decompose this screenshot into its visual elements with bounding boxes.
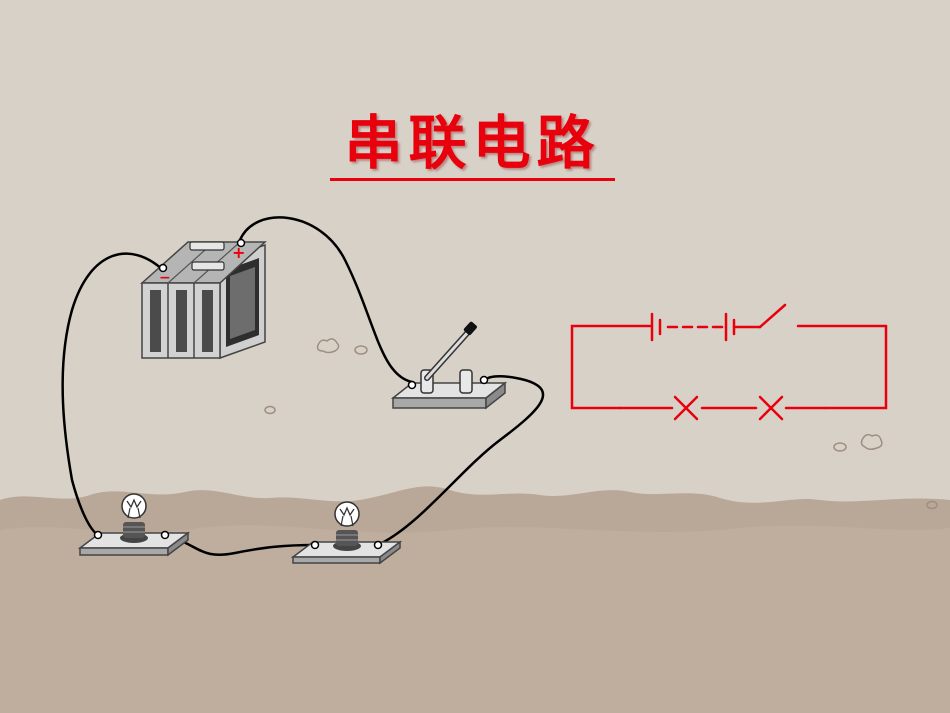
schematic-wire-top-left bbox=[570, 324, 652, 410]
battery-negative-label: − bbox=[159, 270, 171, 286]
wire-battery-negative-to-bulb1 bbox=[61, 252, 165, 537]
battery-positive-label: + bbox=[232, 243, 245, 262]
circuit-schematic bbox=[570, 303, 888, 421]
wires bbox=[61, 216, 545, 557]
knife-switch bbox=[390, 321, 508, 410]
schematic-switch-blade bbox=[758, 303, 787, 329]
ground-shade bbox=[0, 525, 950, 713]
wire-bulb1-to-bulb2 bbox=[163, 533, 317, 557]
battery-pack bbox=[140, 238, 267, 360]
bulb-1 bbox=[77, 493, 191, 557]
page-title: 串联电路 bbox=[330, 108, 615, 181]
schematic-wire-right bbox=[824, 324, 888, 410]
schematic-lamp-2 bbox=[758, 395, 784, 421]
schematic-lamp-1 bbox=[673, 395, 699, 421]
wire-bulb2-to-switch bbox=[376, 375, 545, 547]
bulb-2 bbox=[290, 501, 403, 565]
rock bbox=[264, 338, 938, 510]
wire-battery-positive-to-switch bbox=[238, 216, 414, 384]
